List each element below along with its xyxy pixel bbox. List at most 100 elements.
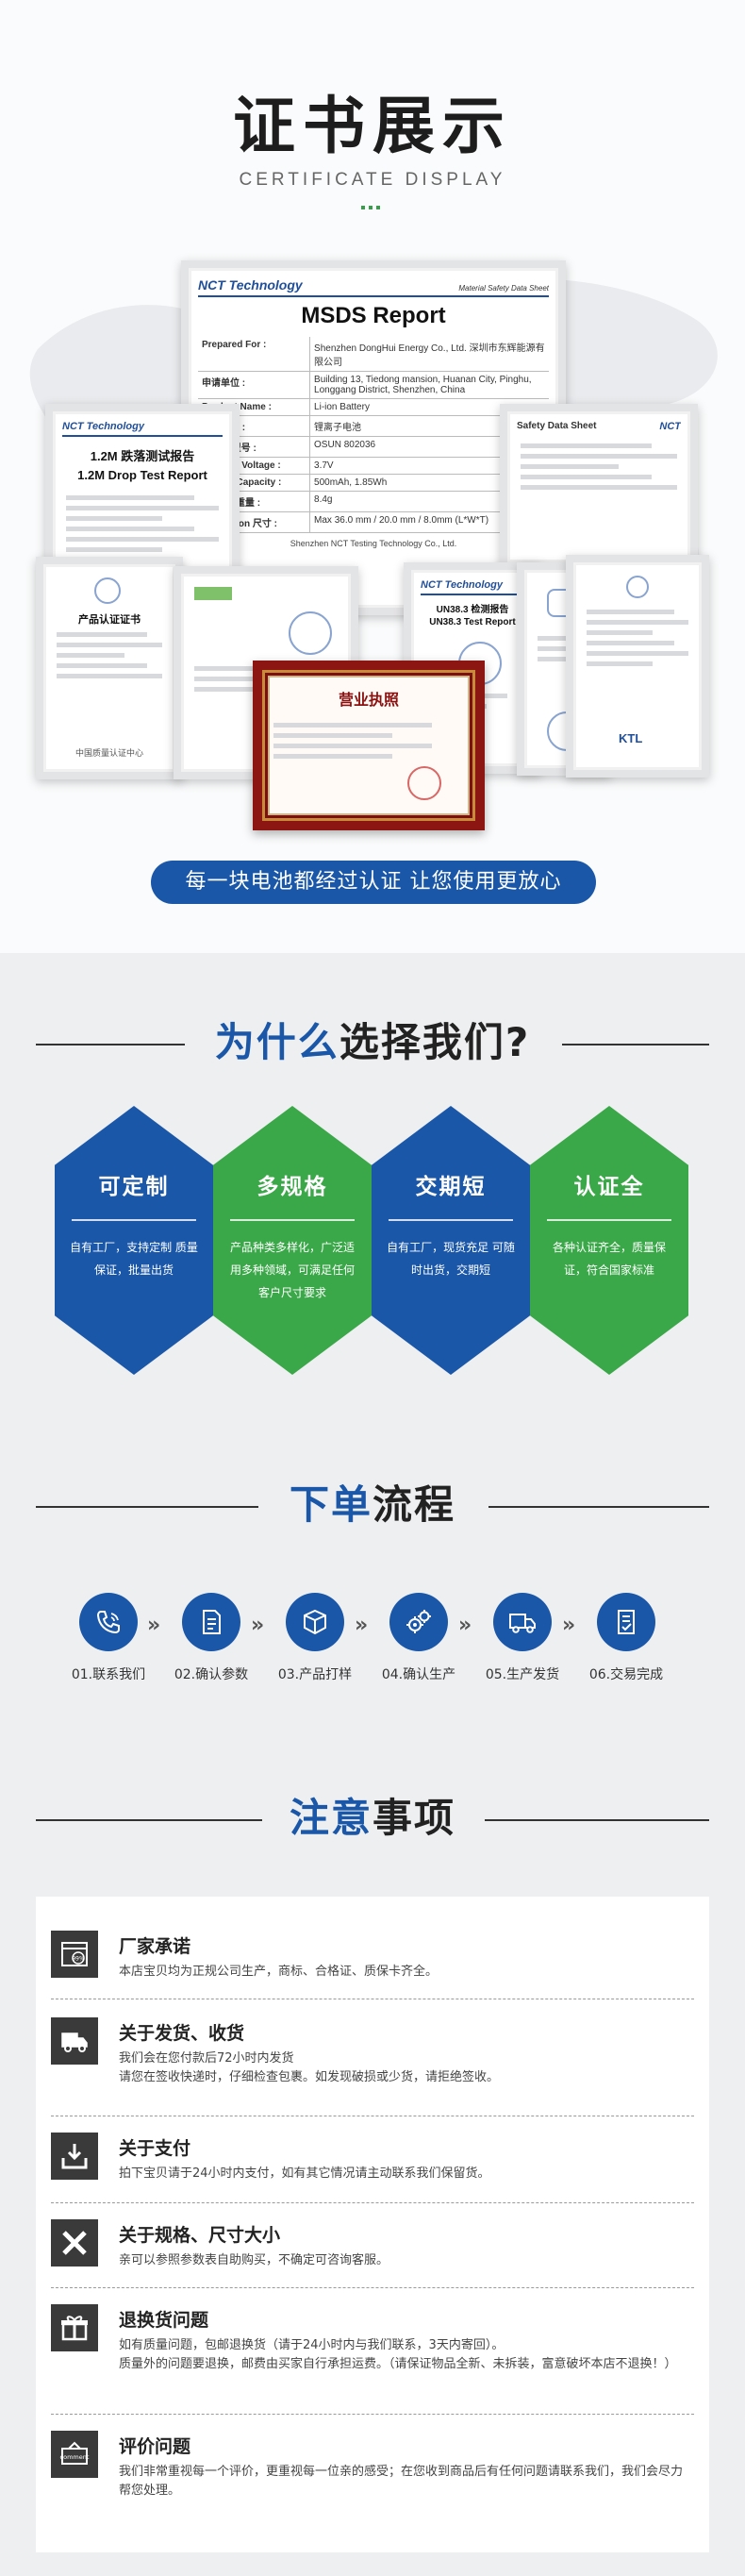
ktl-brand: KTL (619, 731, 643, 745)
msds-row-key: Prepared For : (198, 337, 311, 371)
order-step-complete: 06.交易完成 (579, 1593, 673, 1683)
msds-row-value: Building 13, Tiedong mansion, Huanan Cit… (314, 375, 532, 395)
why-title-rest: 选择我们? (339, 1019, 531, 1065)
feature-body: 自有工厂，支持定制 质量保证，批量出货 (70, 1241, 198, 1277)
notice-item-size: 关于规格、尺寸大小 亲可以参照参数表自助购买，不确定可咨询客服。 (51, 2219, 694, 2295)
notice-body: 拍下宝贝请于24小时内支付，如有其它情况请主动联系我们保留货。 (119, 2166, 490, 2181)
order-step-sample: 03.产品打样 (268, 1593, 362, 1683)
product-certificate-frame: 产品认证证书 中国质量认证中心 (36, 557, 183, 779)
certificate-title: 证书展示 (233, 90, 512, 162)
notice-item-shipping: 关于发货、收货 我们会在您付款后72小时内发货请您在签收快递时，仔细检查包裹。如… (51, 2017, 694, 2121)
feature-body: 自有工厂，现货充足 可随时出货，交期短 (387, 1241, 515, 1277)
safety-data-sheet-frame: Safety Data Sheet NCT (500, 404, 698, 570)
notice-title-rest: 事项 (372, 1795, 456, 1841)
feature-card-specifications: 多规格 产品种类多样化，广泛适用多种领域，可满足任何客户尺寸要求 (213, 1106, 372, 1375)
ktl-certificate-frame: KTL (566, 555, 709, 778)
notice-item-returns: 退换货问题 如有质量问题，包邮退换货（请于24小时内与我们联系，3天内寄回）。质… (51, 2304, 694, 2417)
un38-brand: NCT Technology (421, 579, 503, 591)
notice-body: 本店宝贝均为正规公司生产，商标、合格证、质保卡齐全。 (119, 1965, 439, 1979)
msds-brand: NCT Technology (198, 277, 303, 293)
msds-row-value: 锂离子电池 (314, 423, 362, 433)
msds-table-row: Product Name :Li-ion Battery (198, 399, 549, 416)
msds-row-key: Typical Capacity : (198, 475, 311, 491)
product-cert-document: 产品认证证书 中国质量认证中心 (53, 574, 166, 762)
certificate-subtitle: CERTIFICATE DISPLAY (239, 170, 506, 190)
notice-section-title: 注意事项 (0, 1790, 745, 1847)
why-title-blue: 为什么 (214, 1019, 339, 1065)
step-arrow: » (355, 1614, 369, 1637)
certificate-section: 证书展示 CERTIFICATE DISPLAY NCT Technology … (0, 0, 745, 953)
msds-table-row: Model 型号 :OSUN 802036 (198, 437, 549, 458)
msds-table: Prepared For :Shenzhen DongHui Energy Co… (198, 337, 549, 533)
truck-icon (493, 1593, 552, 1651)
notice-body: 我们会在您付款后72小时内发货请您在签收快递时，仔细检查包裹。如发现破损或少货，… (119, 2051, 500, 2084)
notice-body: 亲可以参照参数表自助购买，不确定可咨询客服。 (119, 2253, 389, 2267)
step-label: 02.确认参数 (174, 1667, 249, 1682)
step-label: 05.生产发货 (485, 1667, 560, 1682)
product-cert-heading: 产品认证证书 (78, 614, 141, 626)
msds-heading: MSDS Report (301, 303, 446, 328)
notice-item-reviews: comment 评价问题 我们非常重视每一个评价，更重视每一位亲的感受；在您收到… (51, 2431, 694, 2534)
business-license-frame: 营业执照 (253, 661, 485, 830)
msds-table-row: Weight 重量 :8.4g (198, 492, 549, 512)
download-icon (51, 2133, 98, 2180)
step-label: 01.联系我们 (71, 1667, 146, 1682)
drop-test-document: NCT Technology 1.2M 跌落测试报告 1.2M Drop Tes… (62, 421, 223, 634)
msds-table-row: 申请单位 :Building 13, Tiedong mansion, Huan… (198, 372, 549, 399)
phone-icon (79, 1593, 138, 1651)
drop-brand: NCT Technology (62, 421, 144, 432)
msds-document: NCT Technology Material Safety Data Shee… (198, 277, 549, 598)
order-step-confirm-params: 02.确认参数 (164, 1593, 258, 1683)
notice-title: 评价问题 (119, 2436, 191, 2457)
msds-row-value: Shenzhen DongHui Energy Co., Ltd. 深圳市东辉能… (314, 343, 545, 368)
box-icon (286, 1593, 344, 1651)
gift-icon (51, 2304, 98, 2351)
document-icon (182, 1593, 240, 1651)
notice-item-manufacturer: 99% 厂家承诺 本店宝贝均为正规公司生产，商标、合格证、质保卡齐全。 (51, 1931, 694, 2008)
order-title-blue: 下单 (289, 1481, 372, 1528)
guarantee-badge: 99% (72, 1956, 85, 1963)
feature-card-fast-delivery: 交期短 自有工厂，现货充足 可随时出货，交期短 (372, 1106, 530, 1375)
msds-tagline: Material Safety Data Sheet (458, 284, 549, 293)
step-label: 03.产品打样 (277, 1667, 353, 1682)
sds-heading: Safety Data Sheet (517, 421, 597, 431)
notice-title-blue: 注意 (289, 1795, 372, 1841)
msds-row-value: Li-ion Battery (314, 402, 370, 412)
step-arrow: » (147, 1614, 161, 1637)
order-step-shipping: 05.生产发货 (475, 1593, 570, 1683)
order-title-rest: 流程 (372, 1481, 456, 1528)
close-icon (51, 2219, 98, 2267)
why-section-title: 为什么选择我们? (0, 1014, 745, 1071)
msds-table-row: Prepared For :Shenzhen DongHui Energy Co… (198, 337, 549, 372)
notice-title: 退换货问题 (119, 2310, 209, 2331)
msds-row-key: Nominal Voltage : (198, 458, 311, 474)
msds-row-key: Dimension 尺寸 : (198, 512, 311, 532)
comment-badge: comment (60, 2453, 90, 2461)
notice-title: 厂家承诺 (119, 1936, 191, 1957)
msds-row-key: 申请单位 : (198, 372, 311, 398)
feature-card-certified: 认证全 各种认证齐全，质量保证，符合国家标准 (530, 1106, 688, 1375)
msds-row-value: 3.7V (314, 460, 334, 471)
business-license-document: 营业执照 (268, 676, 470, 815)
msds-row-value: OSUN 802036 (314, 440, 376, 450)
msds-row-value: Max 36.0 mm / 20.0 mm / 8.0mm (L*W*T) (314, 515, 489, 526)
msds-table-row: Dimension 尺寸 :Max 36.0 mm / 20.0 mm / 8.… (198, 512, 549, 533)
feature-body: 产品种类多样化，广泛适用多种领域，可满足任何客户尺寸要求 (229, 1241, 355, 1299)
notice-title: 关于发货、收货 (119, 2023, 245, 2044)
slogan-banner: 每一块电池都经过认证 让您使用更放心 (151, 861, 596, 904)
step-label: 06.交易完成 (588, 1667, 664, 1682)
notice-body: 如有质量问题，包邮退换货（请于24小时内与我们联系，3天内寄回）。质量外的问题要… (119, 2338, 677, 2371)
product-cert-footer: 中国质量认证中心 (74, 748, 143, 758)
sds-document: Safety Data Sheet NCT (517, 421, 681, 553)
check-document-icon (597, 1593, 655, 1651)
notice-item-payment: 关于支付 拍下宝贝请于24小时内支付，如有其它情况请主动联系我们保留货。 (51, 2133, 694, 2208)
msds-row-value: 500mAh, 1.85Wh (314, 477, 388, 488)
msds-table-row: Typical Capacity :500mAh, 1.85Wh (198, 475, 549, 492)
order-section-title: 下单流程 (0, 1477, 745, 1533)
notice-panel: 99% 厂家承诺 本店宝贝均为正规公司生产，商标、合格证、质保卡齐全。 关于发货… (36, 1897, 709, 2552)
ktl-document: KTL (583, 572, 692, 761)
msds-table-row: Nominal Voltage :3.7V (198, 458, 549, 475)
un38-heading-en: UN38.3 Test Report (429, 617, 516, 627)
guarantee-icon: 99% (51, 1931, 98, 1978)
step-arrow: » (562, 1614, 576, 1637)
